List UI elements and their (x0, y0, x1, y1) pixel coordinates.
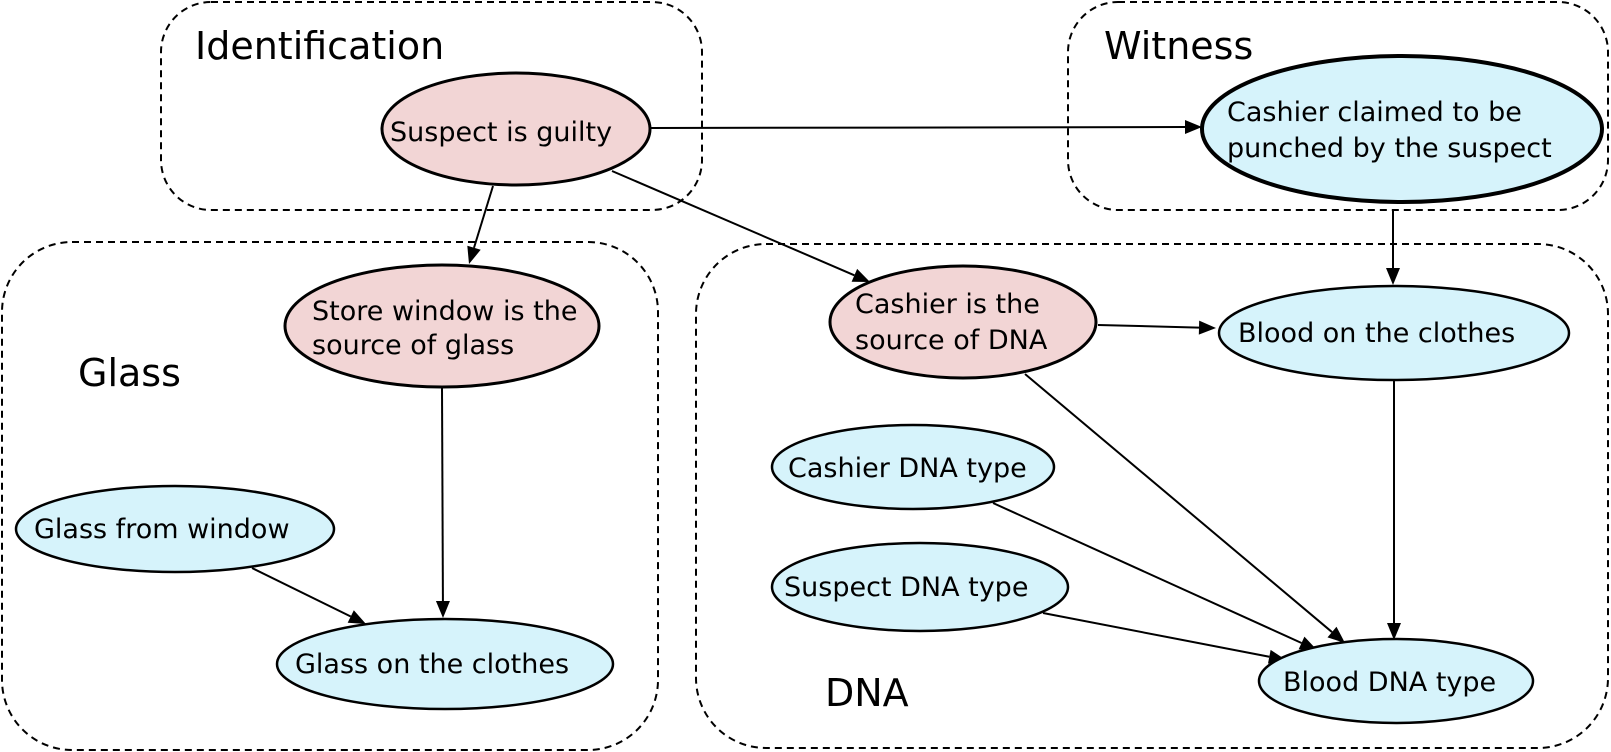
group-box-glass (1, 241, 659, 751)
node-label: source of DNA (855, 325, 1048, 356)
nodes-layer: Suspect is guilty Cashier claimed to be pu… (14, 54, 1604, 725)
node-ellipse (770, 541, 1070, 633)
node-glass-on-clothes: Glass on the clothes (275, 617, 615, 711)
node-label: Glass on the clothes (295, 649, 569, 680)
node-ellipse (275, 617, 615, 711)
arrowhead-icon (851, 268, 870, 282)
group-box-identification (160, 1, 703, 211)
edge-glass-from-window-to-glass-on-clothes (251, 567, 352, 618)
edges-layer (251, 120, 1401, 664)
arrowhead-icon (1327, 626, 1345, 643)
group-label-witness: Witness (1104, 24, 1253, 68)
node-blood-on-clothes: Blood on the clothes (1217, 284, 1571, 382)
node-label: Blood DNA type (1283, 667, 1496, 698)
group-label-glass: Glass (78, 351, 181, 395)
group-box-dna (695, 243, 1609, 749)
node-label: Store window is the (312, 296, 577, 327)
edge-suspect-guilty-to-cashier-claimed (650, 126, 1186, 129)
node-cashier-source-dna: Cashier is the source of DNA (828, 264, 1098, 380)
edge-store-window-to-glass-on-clothes (441, 387, 444, 602)
group-label-dna: DNA (825, 671, 909, 715)
node-ellipse (380, 71, 652, 187)
node-ellipse (1200, 54, 1604, 204)
arrowhead-icon (435, 600, 450, 618)
node-glass-from-window: Glass from window (14, 484, 336, 574)
node-label: source of glass (312, 330, 514, 361)
node-ellipse (1217, 284, 1571, 382)
group-box-witness (1067, 1, 1609, 211)
edge-suspect-dna-type-to-blood-dna-type (1042, 612, 1270, 658)
node-label: Suspect DNA type (784, 572, 1028, 603)
node-ellipse (828, 264, 1098, 380)
node-cashier-claimed: Cashier claimed to be punched by the susp… (1200, 54, 1604, 204)
edge-cashier-dna-type-to-blood-dna-type (992, 502, 1302, 644)
node-label: punched by the suspect (1227, 133, 1552, 164)
arrowhead-icon (347, 610, 366, 624)
arrowhead-icon (467, 245, 481, 264)
node-ellipse (1257, 637, 1535, 725)
node-ellipse (770, 423, 1056, 511)
node-label: Cashier is the (855, 289, 1040, 320)
group-label-identification: Identification (195, 24, 444, 68)
edge-cashier-source-dna-to-blood-on-clothes (1097, 324, 1200, 329)
node-cashier-dna-type: Cashier DNA type (770, 423, 1056, 511)
node-label: Glass from window (34, 514, 290, 545)
node-label: Cashier claimed to be (1227, 97, 1522, 128)
node-label: Suspect is guilty (390, 117, 612, 148)
edge-suspect-guilty-to-cashier-source-dna (611, 170, 855, 277)
edge-suspect-guilty-to-store-window (473, 185, 494, 249)
arrowhead-icon (1387, 623, 1401, 640)
arrowhead-icon (1386, 268, 1400, 285)
node-ellipse (283, 263, 601, 389)
node-label: Cashier DNA type (788, 453, 1027, 484)
node-label: Blood on the clothes (1238, 318, 1515, 349)
edge-cashier-source-dna-to-blood-dna-type (1024, 373, 1333, 633)
node-blood-dna-type: Blood DNA type (1257, 637, 1535, 725)
node-suspect-guilty: Suspect is guilty (380, 71, 652, 187)
node-ellipse (14, 484, 336, 574)
arrowhead-icon (1198, 320, 1216, 335)
node-suspect-dna-type: Suspect DNA type (770, 541, 1070, 633)
arrowhead-icon (1184, 120, 1202, 135)
